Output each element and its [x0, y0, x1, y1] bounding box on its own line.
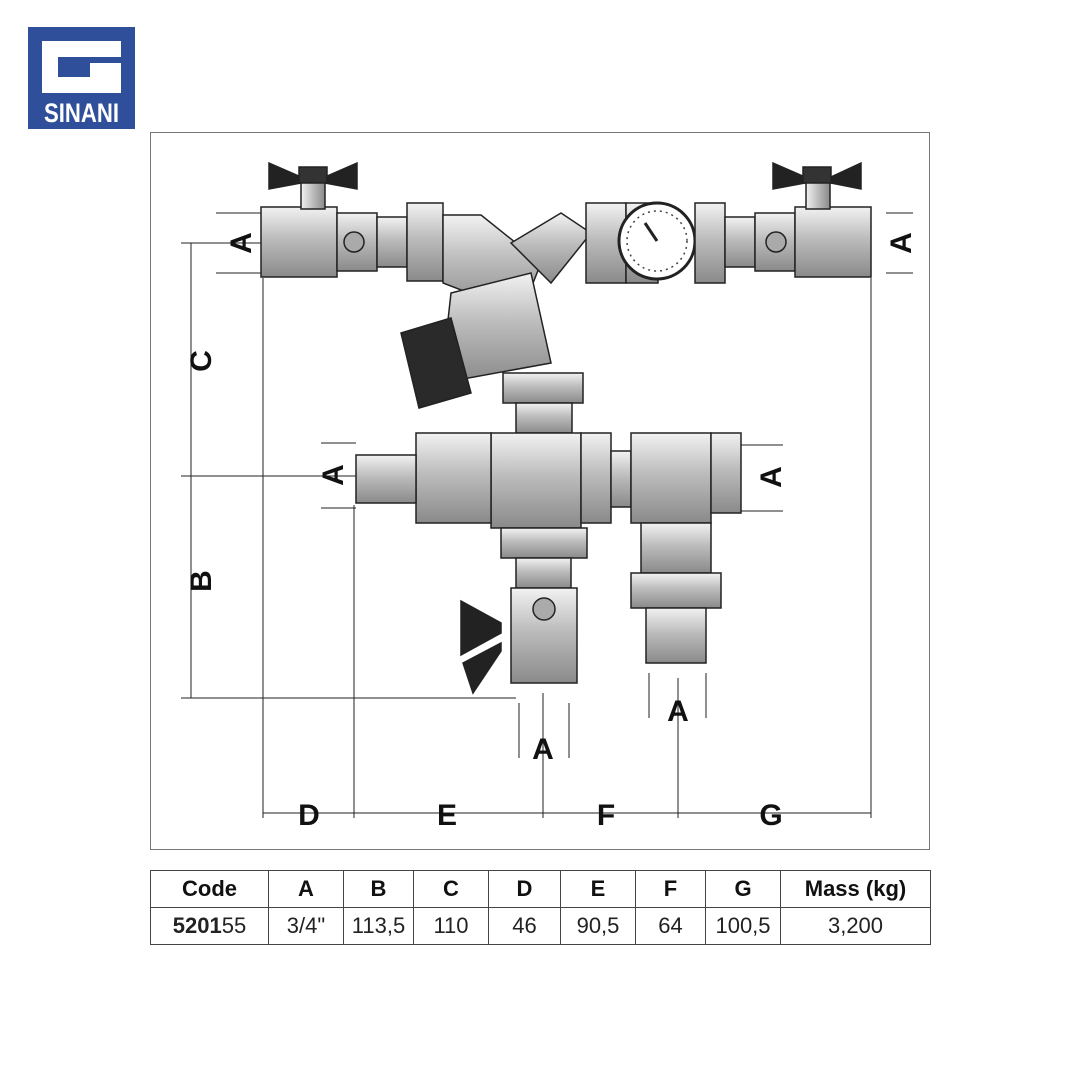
cell-mass: 3,200 [780, 907, 931, 945]
manifold-diagram: A A A A C B A A D E F G [181, 161, 918, 832]
cell-g: 100,5 [705, 907, 781, 945]
cell-c: 110 [413, 907, 489, 945]
header-code: Code [150, 870, 269, 908]
header-mass: Mass (kg) [780, 870, 931, 908]
header-d: D [488, 870, 561, 908]
pressure-reducer [400, 202, 627, 409]
central-column [355, 372, 742, 695]
code-bold-part: 5201 [172, 913, 222, 938]
cell-f: 64 [635, 907, 706, 945]
brand-name: SINANI [43, 98, 120, 128]
cell-e: 90,5 [560, 907, 636, 945]
spec-table: Code A B C D E F G Mass (kg) 520155 3/4"… [150, 870, 931, 945]
cell-a: 3/4" [268, 907, 344, 945]
top-left-ball-valve [260, 161, 444, 282]
dim-label-a-top-right: A [885, 232, 918, 254]
cell-d: 46 [488, 907, 561, 945]
technical-drawing: A A A A C B A A D E F G [150, 132, 930, 850]
cell-code: 520155 [150, 907, 269, 945]
dim-label-a-top-left: A [225, 232, 258, 254]
dim-label-e: E [437, 799, 457, 832]
dim-label-a-bottom-center: A [532, 733, 554, 766]
dim-label-d: D [298, 799, 320, 832]
dimension-lines [181, 212, 913, 818]
dim-label-c: C [185, 350, 218, 372]
header-c: C [413, 870, 489, 908]
dim-label-f: F [597, 799, 615, 832]
dim-label-g: G [759, 799, 782, 832]
dim-label-a-mid-right: A [755, 466, 788, 488]
pressure-gauge-section [617, 161, 872, 284]
header-e: E [560, 870, 636, 908]
header-b: B [343, 870, 414, 908]
dimension-labels: A A A A C B A A D E F G [185, 232, 918, 832]
logo-mark-icon [42, 41, 121, 93]
header-a: A [268, 870, 344, 908]
table-header-row: Code A B C D E F G Mass (kg) [150, 870, 931, 908]
header-f: F [635, 870, 706, 908]
header-g: G [705, 870, 781, 908]
code-rest-part: 55 [221, 913, 247, 938]
manifold-body [260, 161, 872, 695]
cell-b: 113,5 [343, 907, 414, 945]
table-row: 520155 3/4" 113,5 110 46 90,5 64 100,5 3… [150, 907, 931, 945]
dim-label-a-bottom-right: A [667, 695, 689, 728]
dim-label-a-mid-left: A [317, 464, 350, 486]
brand-logo: SINANI [28, 27, 135, 129]
dim-label-b: B [185, 570, 218, 592]
